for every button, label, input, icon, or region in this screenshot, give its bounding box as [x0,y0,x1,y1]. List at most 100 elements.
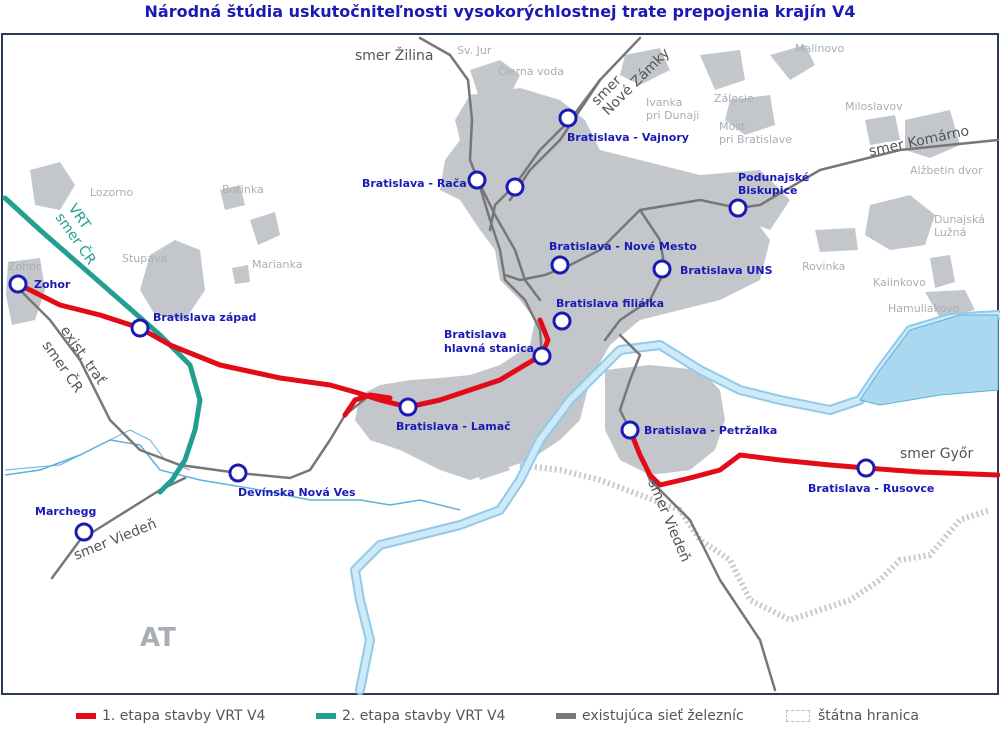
label-devinska: Devínska Nová Ves [238,486,356,499]
urban-borinka [220,185,245,210]
place-kalinkovo: Kalinkovo [873,276,926,289]
station-petrzalka [620,420,640,440]
urban-zohor [6,258,45,325]
label-filialka: Bratislava filiálka [556,297,664,310]
place-malinovo: Malinovo [795,42,845,55]
urban-kalinkovo [930,255,955,288]
label-uns: Bratislava UNS [680,264,773,277]
urban-lozorno [30,162,75,210]
place-zohor: Zohor [8,260,41,273]
urban-podunajske [700,170,790,230]
place-labels: Zohor Lozorno Borinka Stupava Marianka S… [8,42,985,653]
station-uns [652,259,672,279]
legend-border-label: štátna hranica [818,708,920,724]
place-lozorno: Lozorno [90,186,133,199]
label-hlavna-1: Bratislava [444,328,507,341]
rail-nove-zamky-2 [508,78,602,202]
urban-most [725,95,775,135]
station-marchegg [74,522,94,542]
legend-stage1-label: 1. etapa stavby VRT V4 [102,708,266,724]
place-cierna: Čierna voda [498,65,564,78]
dir-gyor: smer Győr [900,446,973,462]
urban-dunajska [865,195,935,250]
label-raca: Bratislava - Rača [362,177,467,190]
place-hamuliakovo: Hamuliakovo [888,302,960,315]
railway-map: Zohor Bratislava západ Bratislava - Rača… [1,33,1000,695]
station-bratislava-zapad [130,318,150,338]
legend-stage1-swatch [76,713,96,719]
label-podunajske-1: Podunajské [738,171,809,184]
station-vajnory [558,108,578,128]
label-podunajske-2: Biskupice [738,184,797,197]
station-lamac [398,397,418,417]
place-zalesie: Zálesie [714,92,754,105]
urban-svjur [470,60,520,100]
station-devinska [228,463,248,483]
label-lamac: Bratislava - Lamač [396,420,511,433]
urban-areas [6,45,975,480]
urban-marianka [250,212,280,245]
place-alzbetin: Alžbetin dvor [910,164,983,177]
vrt-stage1-lamac-loop [342,392,393,418]
legend-existing: existujúca sieť železníc [556,706,744,726]
place-dunajska-1: Dunajská [934,213,985,226]
place-stupava: Stupava [122,252,167,265]
urban-devin [470,450,510,480]
place-rovinka: Rovinka [802,260,845,273]
place-at: AT [140,623,176,653]
station-nove-mesto [550,255,570,275]
place-marianka: Marianka [252,258,302,271]
label-nove-mesto: Bratislava - Nové Mesto [549,240,697,253]
label-zohor: Zohor [34,278,71,291]
label-zapad: Bratislava západ [153,311,256,324]
urban-zalesie [700,50,745,90]
urban-hamuliakovo [925,290,975,318]
legend-stage2-swatch [316,713,336,719]
rail-zilina-branch [476,178,542,302]
legend-existing-swatch [556,713,576,719]
legend-stage2-label: 2. etapa stavby VRT V4 [342,708,506,724]
station-raca [467,170,487,190]
dir-zilina: smer Žilina [355,46,433,64]
label-rusovce: Bratislava - Rusovce [808,482,934,495]
urban-marianka-small [232,265,250,284]
station-rusovce [856,458,876,478]
urban-bratislava [355,88,770,480]
urban-ivanka [620,48,670,85]
label-hlavna-2: hlavná stanica [444,342,534,355]
rail-zilina [418,36,544,357]
station-filialka [552,311,572,331]
label-petrzalka: Bratislava - Petržalka [644,424,777,437]
legend-border-swatch [786,710,810,722]
vrt-stage2 [2,195,203,495]
place-dunajska-2: Lužná [934,226,966,239]
place-svjur: Sv. Jur [457,44,492,57]
urban-malinovo [770,45,815,80]
station-hlavna [532,346,552,366]
urban-miloslavov [865,115,900,145]
rail-uns [603,208,667,342]
rail-komarno [503,138,1000,282]
map-title: Národná štúdia uskutočniteľnosti vysokor… [144,2,856,21]
station-zohor [8,274,28,294]
urban-rovinka [815,228,858,252]
place-most-2: pri Bratislave [719,133,792,146]
legend-border: štátna hranica [786,706,919,726]
river-danube-wide [859,314,999,406]
station-labels: Zohor Bratislava západ Bratislava - Rača… [34,131,934,518]
label-vajnory: Bratislava - Vajnory [567,131,689,144]
station-raca-2 [505,177,525,197]
legend: 1. etapa stavby VRT V4 2. etapa stavby V… [0,700,1000,730]
legend-stage1: 1. etapa stavby VRT V4 [76,706,265,726]
place-borinka: Borinka [222,183,264,196]
place-miloslavov: Miloslavov [845,100,903,113]
place-ivanka-2: pri Dunaji [646,109,699,122]
legend-stage2: 2. etapa stavby VRT V4 [316,706,505,726]
place-most-1: Most [719,120,746,133]
urban-stupava [140,240,205,320]
stations [8,108,876,542]
station-podunajske [728,198,748,218]
state-border [519,462,991,624]
label-marchegg: Marchegg [35,505,96,518]
legend-existing-label: existujúca sieť železníc [582,708,744,724]
